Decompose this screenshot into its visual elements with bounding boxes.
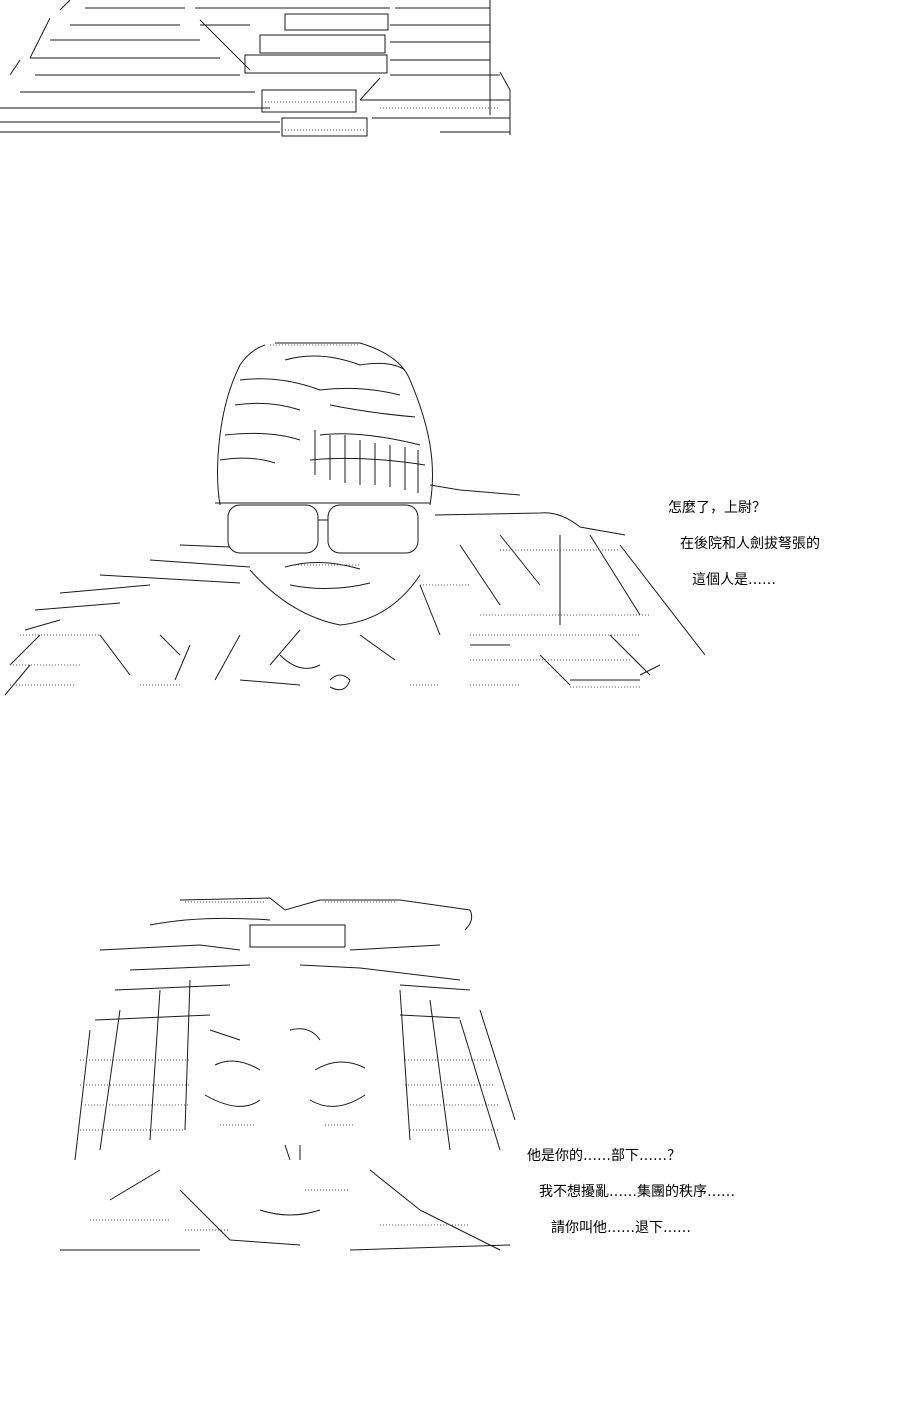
ascii-art-scene-3-drawing	[60, 897, 516, 1251]
dialogue-scene-2: 怎麼了，上尉？ 在後院和人劍拔弩張的 這個人是……	[668, 490, 820, 598]
ascii-art-scene-3	[0, 890, 520, 1260]
ascii-art-scene-1	[0, 0, 512, 140]
dialogue-line: 他是你的……部下……？	[527, 1148, 681, 1164]
dialogue-scene-3: 他是你的……部下……？ 我不想擾亂……集團的秩序…… 請你叫他……退下……	[527, 1138, 735, 1246]
dialogue-line: 請你叫他……退下……	[551, 1220, 691, 1236]
ascii-art-scene-1-drawing	[0, 0, 511, 137]
dialogue-line: 在後院和人劍拔弩張的	[680, 536, 820, 552]
dialogue-line: 這個人是……	[692, 572, 776, 588]
dialogue-line: 我不想擾亂……集團的秩序……	[539, 1184, 735, 1200]
ascii-art-scene-2	[0, 335, 705, 705]
ascii-art-scene-2-drawing	[4, 342, 705, 696]
dialogue-line: 怎麼了，上尉？	[668, 500, 766, 516]
